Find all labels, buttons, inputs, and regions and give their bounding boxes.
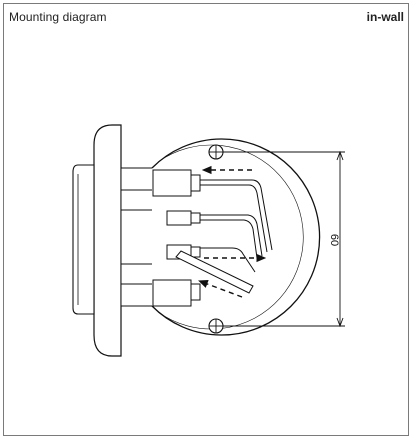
screw-hole-top [208, 144, 224, 160]
mounting-type-label: in-wall [366, 10, 404, 24]
wires [200, 179, 273, 273]
insertion-arrows [198, 165, 267, 298]
release-tool [175, 250, 254, 294]
screw-hole-bottom [208, 318, 224, 334]
dimension-label: 60 [328, 234, 340, 246]
push-button-face [72, 164, 95, 315]
front-bezel [93, 124, 122, 357]
page-title: Mounting diagram [9, 10, 107, 24]
mechanism-body [120, 167, 154, 307]
dimension-line [223, 150, 345, 328]
